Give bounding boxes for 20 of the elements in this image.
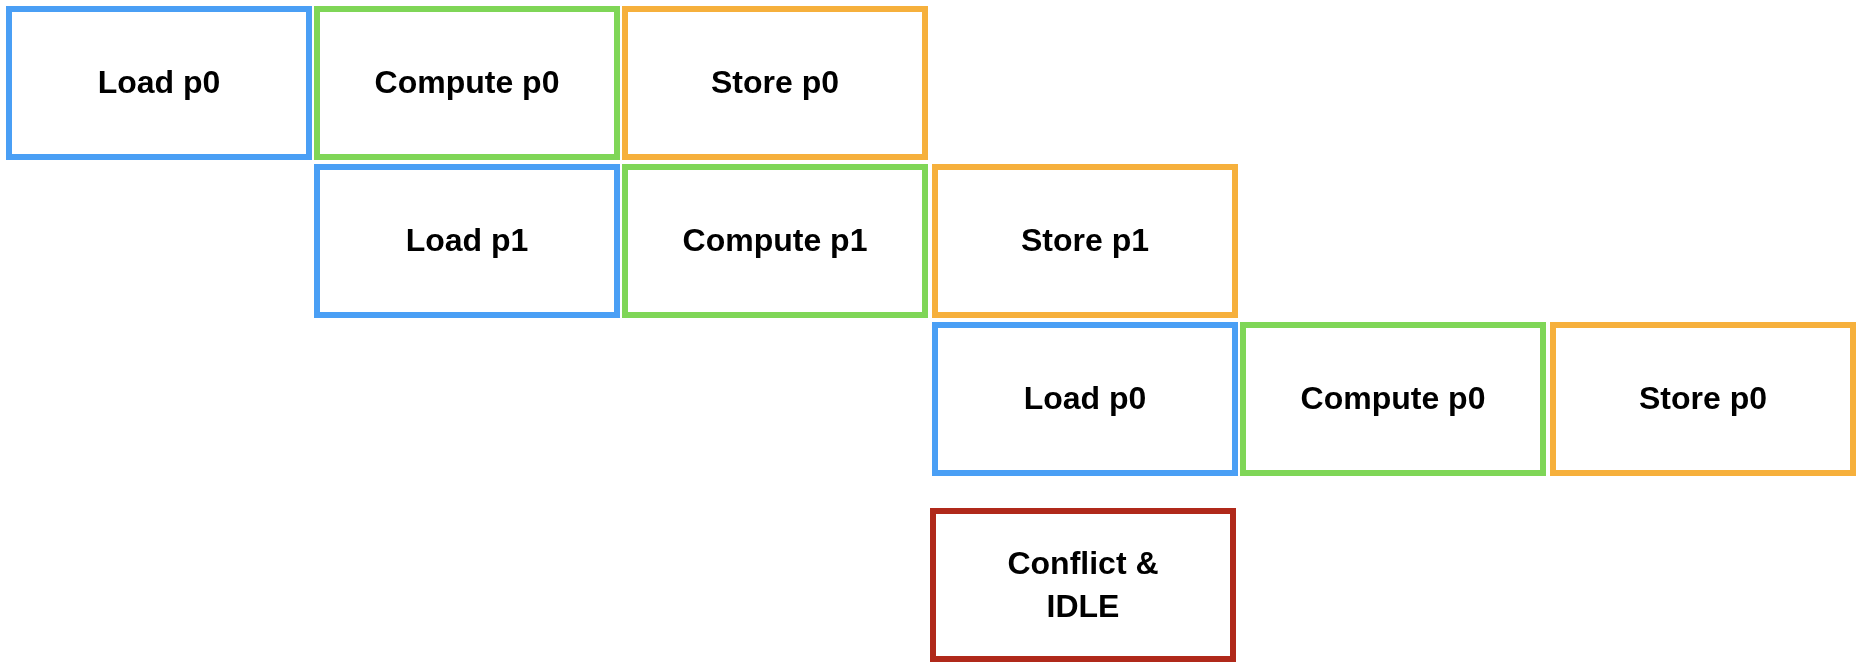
step-label: Load p0 <box>1023 379 1147 419</box>
step-box <box>1550 322 1856 476</box>
step-label: Load p1 <box>405 221 529 261</box>
step-label: Compute p0 <box>374 63 560 103</box>
step-box <box>1240 322 1546 476</box>
step-label: Compute p0 <box>1300 379 1486 419</box>
step-box <box>930 508 1236 662</box>
step-label: Load p0 <box>97 63 221 103</box>
step-box <box>314 6 620 160</box>
step-label: Compute p1 <box>682 221 868 261</box>
step-label: Store p0 <box>1639 379 1767 419</box>
step-label: Store p1 <box>1021 221 1149 261</box>
step-label: Store p0 <box>711 63 839 103</box>
step-box <box>622 6 928 160</box>
step-box <box>932 164 1238 318</box>
step-box <box>622 164 928 318</box>
step-label: Conflict & IDLE <box>1006 543 1160 626</box>
step-box <box>932 322 1238 476</box>
step-box <box>6 6 312 160</box>
step-box <box>314 164 620 318</box>
